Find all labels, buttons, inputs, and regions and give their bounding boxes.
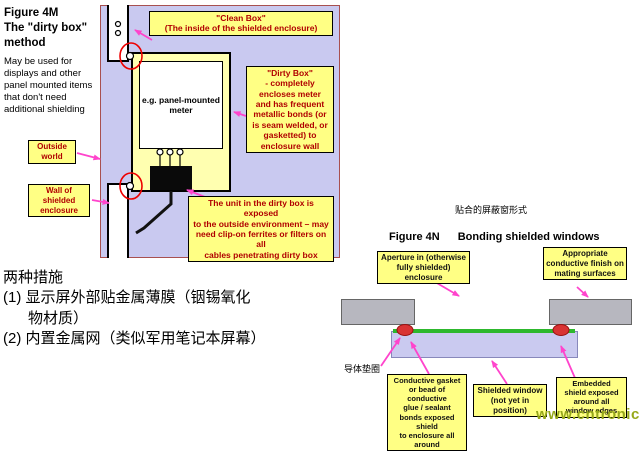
chinese-measures-note: 两种措施 (1) 显示屏外部贴金属薄膜（铟锡氧化 物材质） (2) 内置金属网（… xyxy=(3,269,266,347)
fig4n-aperture-callout: Aperture in (otherwise fully shielded) e… xyxy=(377,251,470,285)
fig4n-conductive-gasket-callout: Conductive gasket or bead of conductive … xyxy=(387,374,467,451)
fig4m-enclosure-wall-top xyxy=(107,5,129,62)
fig4n-shielded-window xyxy=(391,331,578,358)
page: { "colors": { "panel_lavender": "#c9c9f0… xyxy=(3,5,640,451)
fig4m-enclosure-wall-bottom xyxy=(107,183,129,258)
fig4n-conductive-finish-callout: Appropriate conductive finish on mating … xyxy=(543,247,627,281)
fig4m-meter-label: e.g. panel-mounted meter xyxy=(142,94,220,115)
fig4n-title: Figure 4N Bonding shielded windows xyxy=(389,231,600,243)
cntronics-watermark: www.cntronics.com xyxy=(536,406,640,423)
fig4n-enclosure-wall-right xyxy=(549,299,632,325)
fig4m-title: Figure 4M The "dirty box" method xyxy=(4,7,88,49)
fig4n-figure-number: Figure 4N xyxy=(389,231,440,243)
fig4m-usage-note: May be used for displays and other panel… xyxy=(4,56,93,115)
fig4m-dirty-box-callout: "Dirty Box" - completely encloses meter … xyxy=(246,66,334,153)
fig4n-embedded-shield-callout: Embedded shield exposed around all windo… xyxy=(556,377,627,418)
fig4m-wall-callout: Wall of shielded enclosure xyxy=(28,184,90,218)
fig4n-gasket-chinese-label: 导体垫圈 xyxy=(344,364,381,374)
fig4m-cable-connector-block xyxy=(150,166,192,190)
fig4m-outside-world-callout: Outside world xyxy=(28,140,76,164)
fig4n-chinese-subtitle: 贴合的屏蔽窗形式 xyxy=(455,205,528,215)
fig4n-enclosure-wall-left xyxy=(341,299,415,325)
fig4m-exposed-unit-callout: The unit in the dirty box is exposed to … xyxy=(188,196,334,263)
fig4m-panel-mounted-meter: e.g. panel-mounted meter xyxy=(139,61,223,149)
fig4n-shielded-window-callout: Shielded window (not yet in position) xyxy=(473,384,547,418)
fig4m-clean-box-callout: "Clean Box" (The inside of the shielded … xyxy=(149,11,333,36)
fig4n-title-text: Bonding shielded windows xyxy=(457,231,600,243)
